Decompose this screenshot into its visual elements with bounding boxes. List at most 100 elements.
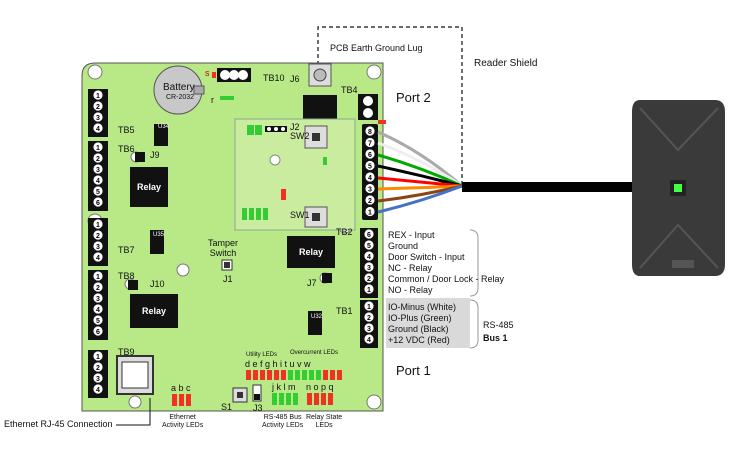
terminal-pin bbox=[364, 229, 374, 239]
mount-hole bbox=[128, 395, 142, 409]
terminal-pin bbox=[364, 334, 374, 344]
relay-2: Relay bbox=[130, 294, 178, 328]
overcurrent-leds-label: Overcurrent LEDs bbox=[290, 350, 339, 356]
terminal-pin bbox=[93, 219, 103, 229]
battery-title: Battery bbox=[163, 82, 195, 93]
terminal-pin bbox=[93, 101, 103, 111]
terminal-pin bbox=[93, 373, 103, 383]
j2-label: J2 bbox=[290, 122, 300, 132]
terminal-pin bbox=[93, 197, 103, 207]
terminal-pin-number: 4 bbox=[96, 387, 100, 394]
led-red bbox=[212, 72, 216, 78]
s1-label: S1 bbox=[221, 402, 233, 412]
terminal-pin bbox=[93, 384, 103, 394]
ethernet-leds-label: Ethernet Activity LEDs bbox=[162, 414, 204, 429]
sw2-label: SW2 bbox=[290, 131, 310, 141]
j9-label: J9 bbox=[150, 150, 160, 160]
terminal-pin-number: 4 bbox=[96, 255, 100, 262]
led-red bbox=[281, 189, 286, 200]
tb2-list: REX - Input Ground Door Switch - Input N… bbox=[388, 230, 504, 296]
mount-hole bbox=[87, 64, 103, 80]
terminal-pin bbox=[93, 123, 103, 133]
terminal-pin bbox=[93, 186, 103, 196]
ethernet-label: Ethernet RJ-45 Connection bbox=[4, 419, 113, 429]
u32-label: U32 bbox=[311, 314, 323, 320]
tb1-item: Ground (Black) bbox=[388, 324, 449, 334]
terminal-pin bbox=[365, 160, 375, 171]
reader-led bbox=[674, 184, 682, 192]
terminal-pin-number: 2 bbox=[368, 198, 372, 205]
led-red bbox=[378, 120, 386, 124]
terminal-pin-number: 2 bbox=[367, 276, 371, 283]
terminal-pin-number: 1 bbox=[96, 145, 100, 152]
reader-shield-line bbox=[317, 26, 463, 186]
r-label: r bbox=[211, 95, 214, 105]
terminal-pin bbox=[364, 262, 374, 272]
tb2-item: Ground bbox=[388, 241, 419, 251]
terminal-pin-number: 2 bbox=[96, 285, 100, 292]
rs485-box bbox=[386, 298, 470, 348]
tb1-item: +12 VDC (Red) bbox=[388, 335, 450, 345]
terminal-pin-number: 3 bbox=[96, 376, 100, 383]
reader-cable bbox=[462, 182, 640, 192]
port1-label: Port 1 bbox=[396, 363, 431, 378]
terminal-pin bbox=[364, 312, 374, 322]
terminal-pin-number: 6 bbox=[368, 152, 372, 159]
relay-upper bbox=[303, 95, 337, 119]
tb10-pin bbox=[220, 70, 230, 80]
j1-label: J1 bbox=[223, 274, 233, 284]
led-letters-mid: j k l m bbox=[272, 382, 296, 392]
terminal-pin bbox=[93, 241, 103, 251]
terminal-pin-number: 6 bbox=[96, 200, 100, 207]
terminal-pin bbox=[93, 153, 103, 163]
j6-label: J6 bbox=[290, 74, 300, 84]
terminal-pin-number: 5 bbox=[96, 318, 100, 325]
terminal-pin-number: 4 bbox=[96, 178, 100, 185]
relay-1: Relay bbox=[130, 167, 168, 207]
terminal-pin-number: 3 bbox=[367, 326, 371, 333]
terminal-pin bbox=[365, 172, 375, 182]
terminal-pin-number: 6 bbox=[367, 232, 371, 239]
sw1-label: SW1 bbox=[290, 210, 310, 220]
tb2-label: TB2 bbox=[336, 227, 353, 237]
terminal-pin-number: 2 bbox=[96, 233, 100, 240]
tb4-label: TB4 bbox=[341, 85, 358, 95]
terminal-pin bbox=[93, 112, 103, 122]
port2-label: Port 2 bbox=[396, 90, 431, 105]
terminal-pin bbox=[364, 273, 374, 283]
terminal-pin bbox=[93, 315, 103, 325]
terminal-pin-number: 2 bbox=[96, 365, 100, 372]
terminal-pin-number: 4 bbox=[367, 337, 371, 344]
terminal-pin-number: 1 bbox=[96, 222, 100, 229]
terminal-pin-number: 7 bbox=[368, 141, 372, 148]
led-letters-abc: a b c bbox=[171, 383, 191, 393]
terminal-pin-number: 2 bbox=[96, 104, 100, 111]
j3-jumper bbox=[252, 384, 262, 402]
tb5-label: TB5 bbox=[118, 125, 135, 135]
tb6-label: TB6 bbox=[118, 144, 135, 154]
terminal-pin bbox=[364, 323, 374, 333]
terminal-pin-number: 4 bbox=[367, 254, 371, 261]
tb10-pin bbox=[238, 70, 248, 80]
terminal-pin bbox=[364, 301, 374, 311]
terminal-pin-number: 3 bbox=[96, 115, 100, 122]
terminal-pin bbox=[365, 183, 375, 194]
tb1-label: TB1 bbox=[336, 306, 353, 316]
tb2-item: Door Switch - Input bbox=[388, 252, 465, 262]
terminal-pin-number: 1 bbox=[368, 210, 372, 217]
u35-label: U35 bbox=[153, 232, 165, 238]
terminal-pin-number: 1 bbox=[96, 93, 100, 100]
s-label: s bbox=[205, 68, 210, 78]
terminal-pin bbox=[364, 251, 374, 261]
battery-model: CR-2032 bbox=[166, 94, 195, 101]
pcb-ground-lug-label: PCB Earth Ground Lug bbox=[330, 43, 423, 53]
terminal-pin-number: 4 bbox=[368, 175, 372, 182]
tb2-item: NO - Relay bbox=[388, 285, 433, 295]
terminal-pin bbox=[93, 304, 103, 314]
terminal-pin-number: 2 bbox=[367, 315, 371, 322]
terminal-pin bbox=[365, 126, 375, 136]
terminal-pin bbox=[93, 326, 103, 336]
led-green bbox=[220, 96, 234, 100]
tb2-item: REX - Input bbox=[388, 230, 435, 240]
